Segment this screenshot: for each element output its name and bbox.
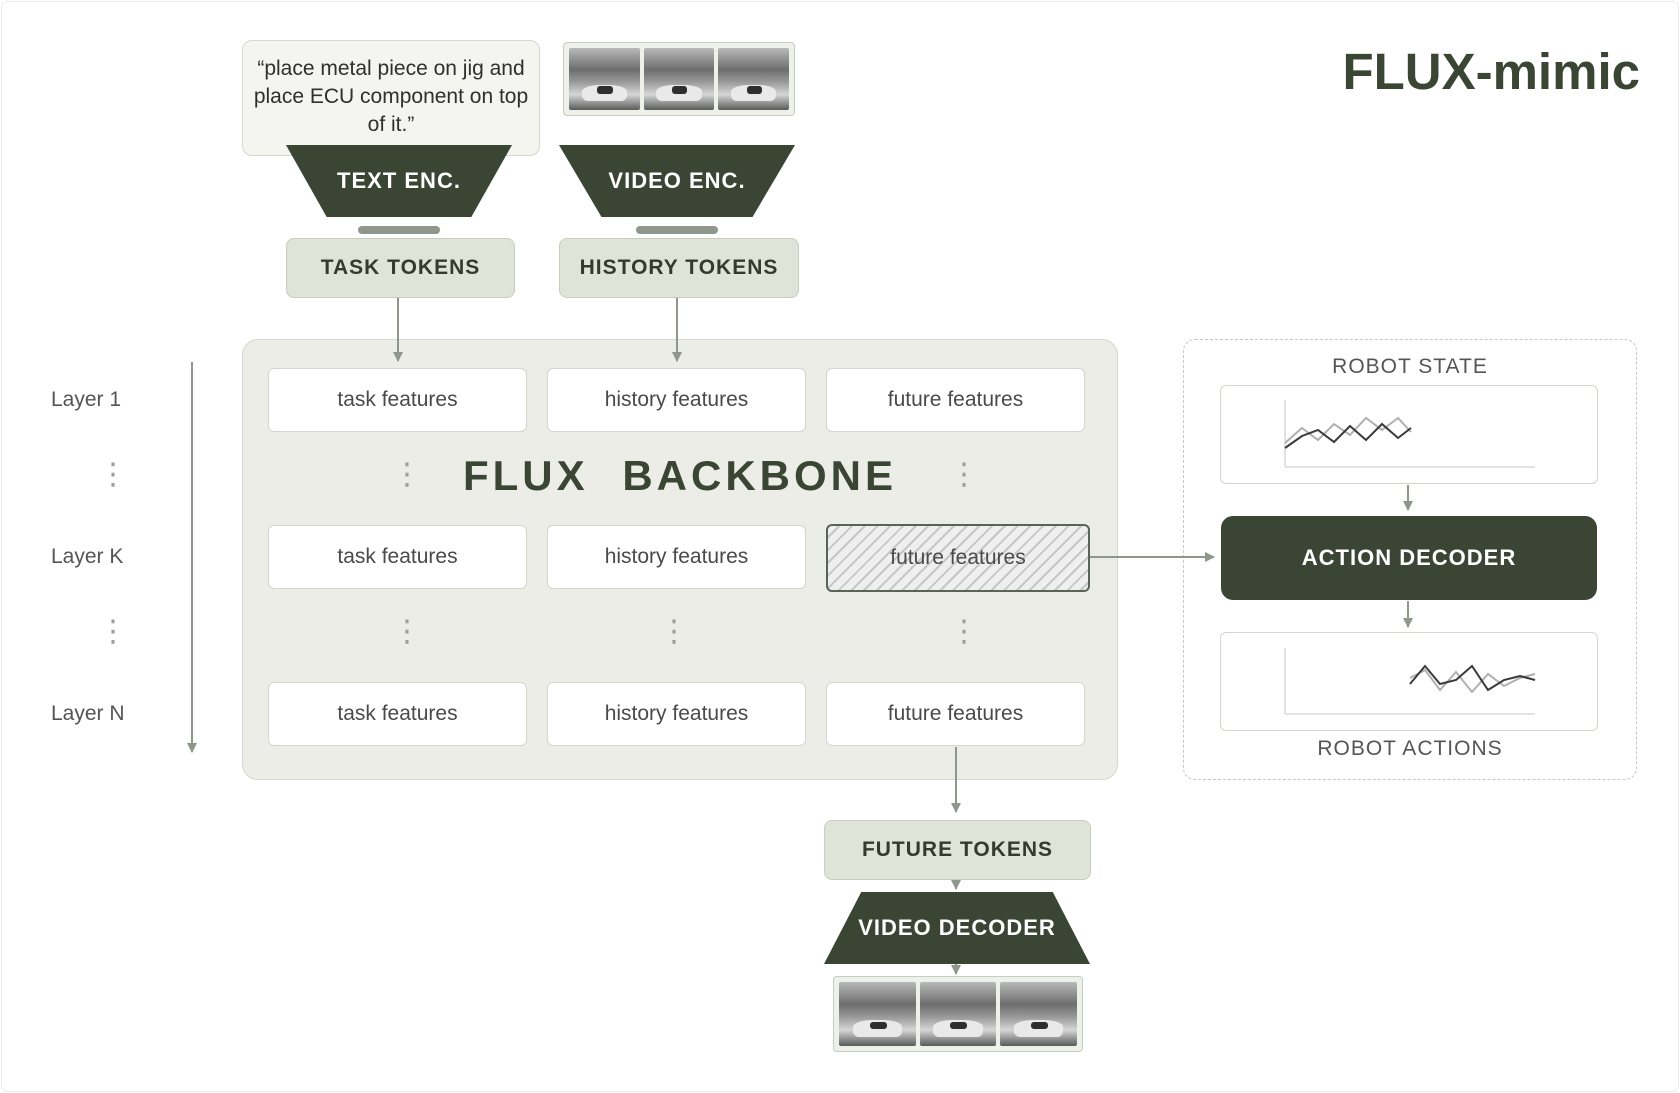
video-encoder-bar: [636, 226, 718, 234]
ellipsis-dots: ⋮: [949, 458, 979, 491]
text-encoder-bar: [358, 226, 440, 234]
video-encoder: VIDEO ENC.: [559, 145, 795, 217]
history-features-layer-1: history features: [547, 368, 806, 432]
predicted-frame-3: [1000, 982, 1078, 1046]
robot-panel: [1183, 339, 1637, 780]
text-encoder: TEXT ENC.: [286, 145, 512, 217]
predicted-frame-1: [839, 982, 916, 1046]
history-tokens: HISTORY TOKENS: [559, 238, 799, 298]
ellipsis-dots: ⋮: [392, 458, 422, 491]
backbone-label: FLUX BACKBONE: [463, 452, 897, 499]
future-features-layer-n: future features: [826, 682, 1085, 746]
history-frames: [563, 42, 795, 116]
robot-actions-plot: [1220, 632, 1598, 731]
task-instruction: “place metal piece on jig and place ECU …: [242, 40, 540, 156]
predicted-frame-2: [919, 982, 997, 1046]
robot-state-label: ROBOT STATE: [1332, 355, 1488, 378]
task-features-layer-1: task features: [268, 368, 527, 432]
history-features-layer-n: history features: [547, 682, 806, 746]
history-frame-2: [643, 48, 715, 110]
ellipsis-dots: ⋮: [392, 615, 422, 648]
ellipsis-dots: ⋮: [949, 615, 979, 648]
layer-label-k: Layer K: [51, 545, 124, 568]
figure-title: FLUX-mimic: [1342, 43, 1640, 100]
task-features-layer-n: task features: [268, 682, 527, 746]
future-features-layer-1: future features: [826, 368, 1085, 432]
predicted-frames: [833, 976, 1083, 1052]
ellipsis-dots: ⋮: [98, 615, 128, 648]
history-frame-3: [718, 48, 790, 110]
task-tokens: TASK TOKENS: [286, 238, 515, 298]
history-features-layer-k: history features: [547, 525, 806, 589]
future-features-layer-k: future features: [826, 524, 1090, 592]
history-frame-1: [569, 48, 640, 110]
ellipsis-dots: ⋮: [659, 615, 689, 648]
future-tokens: FUTURE TOKENS: [824, 820, 1091, 880]
video-decoder: VIDEO DECODER: [824, 892, 1090, 964]
action-decoder: ACTION DECODER: [1221, 516, 1597, 600]
layer-label-1: Layer 1: [51, 388, 122, 411]
robot-actions-label: ROBOT ACTIONS: [1317, 737, 1503, 760]
layer-label-n: Layer N: [51, 702, 125, 725]
robot-state-plot: [1220, 385, 1598, 484]
ellipsis-dots: ⋮: [98, 458, 128, 491]
task-features-layer-k: task features: [268, 525, 527, 589]
